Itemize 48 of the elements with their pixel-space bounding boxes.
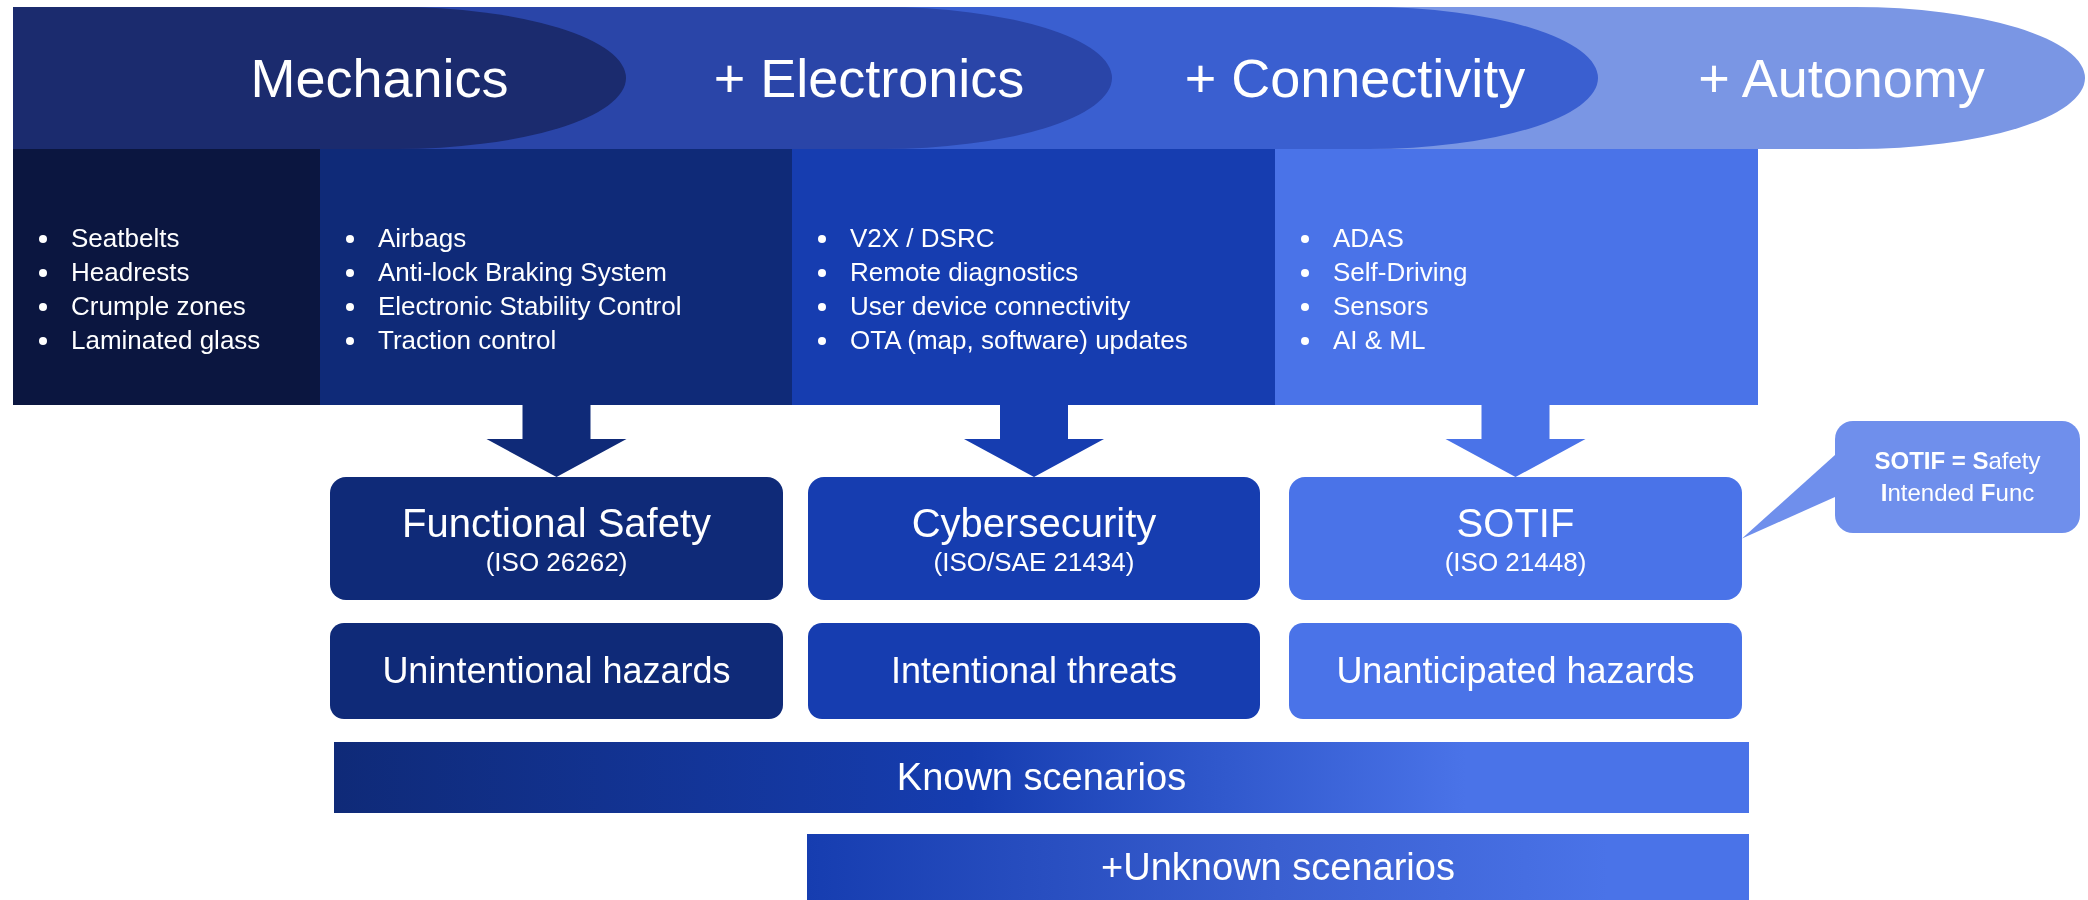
block-arrow [486, 405, 627, 477]
stage-title: + Connectivity [1184, 47, 1526, 109]
threat-box [1289, 623, 1742, 719]
list-item: Crumple zones [71, 291, 246, 321]
standard-name: Functional Safety [401, 499, 712, 546]
feature-panel [792, 149, 1275, 405]
scenario-bar [334, 742, 1749, 813]
standard-box [808, 477, 1260, 600]
definition-text: SOTIF = Safety Intended Func [1873, 446, 2042, 508]
list-item: Laminated glass [71, 325, 261, 355]
feature-panel [320, 149, 792, 405]
list-item: Electronic Stability Control [378, 291, 682, 321]
standard-code: (ISO 21448) [1444, 545, 1587, 578]
list-item: OTA (map, software) updates [850, 325, 1188, 355]
standard-code: (ISO/SAE 21434) [933, 545, 1135, 578]
standard-box [330, 477, 783, 600]
scenario-bar [807, 834, 1749, 900]
list-item: Airbags [378, 223, 467, 253]
box-label: +Unknown scenarios [1101, 845, 1455, 889]
list-item: Anti-lock Braking System [378, 257, 667, 287]
feature-panel [1275, 149, 1758, 405]
list-item: ADAS [1333, 223, 1404, 253]
list-item: AI & ML [1333, 325, 1426, 355]
callout-tail [1742, 455, 1835, 539]
standard-code: (ISO 26262) [485, 545, 628, 578]
standard-name: Cybersecurity [911, 499, 1157, 546]
box-label: Unintentional hazards [382, 650, 731, 692]
list-item: V2X / DSRC [850, 223, 995, 253]
stage-title: Mechanics [250, 47, 509, 109]
list-item: Traction control [378, 325, 557, 355]
box-label: Unanticipated hazards [1336, 650, 1695, 692]
box-label: Intentional threats [890, 650, 1178, 692]
list-item: User device connectivity [850, 291, 1131, 321]
block-arrow [964, 405, 1104, 477]
box-label: Known scenarios [896, 756, 1187, 799]
list-item: Self-Driving [1333, 257, 1468, 287]
list-item: Remote diagnostics [850, 257, 1079, 287]
list-item: Seatbelts [71, 223, 180, 253]
list-item: Sensors [1333, 291, 1429, 321]
standard-box [1289, 477, 1742, 600]
standard-name: SOTIF [1456, 499, 1575, 546]
stage-title: + Autonomy [1698, 47, 1985, 109]
feature-panel [13, 149, 320, 405]
list-item: Headrests [71, 257, 190, 287]
threat-box [330, 623, 783, 719]
threat-box [808, 623, 1260, 719]
block-arrow [1445, 405, 1586, 477]
stage-title: + Electronics [713, 47, 1025, 109]
